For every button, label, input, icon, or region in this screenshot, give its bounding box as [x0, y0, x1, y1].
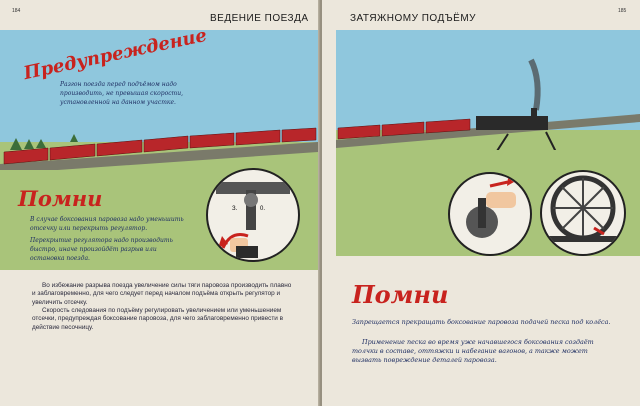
body-paragraph-1: Во избежание разрыва поезда увеличение с… — [32, 282, 292, 306]
remember-text1-left: В случае боксования паровоза надо уменьш… — [30, 216, 184, 232]
remember-text2-right: Применение песка во время уже начавшегос… — [352, 338, 594, 364]
sky-left — [0, 30, 318, 142]
sky-right — [336, 30, 640, 130]
remember-text2-left: Перекрытие регулятора надо производить б… — [30, 237, 173, 262]
sand-valve-icon — [466, 178, 516, 238]
wheel-diagram — [540, 170, 626, 256]
remember-text1-right: Запрещается прекращать боксование парово… — [352, 318, 611, 326]
body-paragraph-2: Скорость следования по подъёму регулиров… — [32, 307, 284, 331]
regulator-lever-icon — [216, 182, 290, 258]
diagram-label-3: З. — [232, 206, 238, 212]
sand-valve-diagram — [448, 172, 532, 256]
header-right: ЗАТЯЖНОМУ ПОДЪЁМУ — [350, 13, 477, 24]
train-illustration-left — [0, 127, 318, 170]
left-page: 184 ВЕДЕНИЕ ПОЕЗДА Предупреждение Разгон… — [0, 0, 320, 406]
page-number-left: 184 — [12, 8, 21, 14]
locomotive-wheel-icon — [542, 175, 624, 242]
remember-title-left: Помни — [18, 186, 103, 211]
regulator-diagram: З. 0. — [206, 168, 300, 262]
book-gutter — [318, 0, 324, 406]
page-number-right: 185 — [618, 8, 627, 14]
remember-title-right: Помни — [352, 280, 449, 309]
train-illustration-right — [336, 58, 640, 150]
header-left: ВЕДЕНИЕ ПОЕЗДА — [210, 13, 309, 24]
diagram-label-0: 0. — [260, 206, 266, 212]
warning-text: Разгон поезда перед подъёмом надо произв… — [60, 81, 184, 106]
right-page: ПО ЗАТЯЖНОМУ ПОДЪЁМУ 185 — [322, 0, 640, 406]
